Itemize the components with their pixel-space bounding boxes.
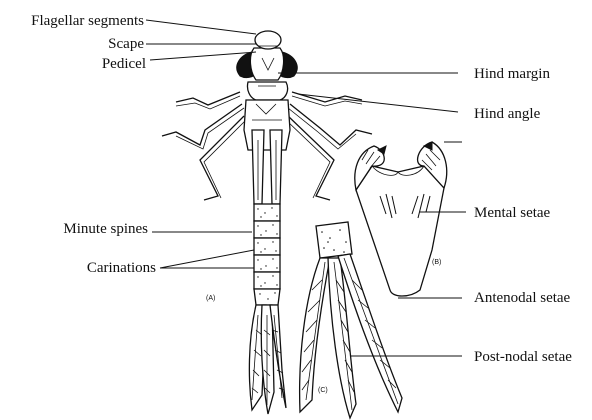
label-hind-angle: Hind angle (474, 106, 541, 122)
label-mental-setae: Mental setae (474, 205, 551, 221)
label-hind-margin: Hind margin (474, 66, 550, 82)
abdomen (254, 204, 280, 305)
label-minute-spines: Minute spines (63, 221, 148, 237)
label-carinations: Carinations (87, 260, 156, 276)
label-antenodal-setae: Antenodal setae (474, 290, 571, 306)
label-scape: Scape (108, 36, 144, 52)
labels: Flagellar segments Scape Pedicel Minute … (31, 13, 572, 365)
thorax (244, 100, 290, 150)
caudal-lamellae (249, 305, 286, 414)
labium-view: (B) (355, 142, 447, 296)
prothorax (247, 82, 287, 100)
label-post-nodal-setae: Post-nodal setae (474, 349, 572, 365)
panel-label-a: (A) (206, 295, 215, 302)
label-pedicel: Pedicel (102, 56, 146, 72)
panel-label-c: (C) (318, 387, 328, 394)
panel-label-b: (B) (432, 259, 441, 266)
label-flagellar-segments: Flagellar segments (31, 13, 144, 29)
